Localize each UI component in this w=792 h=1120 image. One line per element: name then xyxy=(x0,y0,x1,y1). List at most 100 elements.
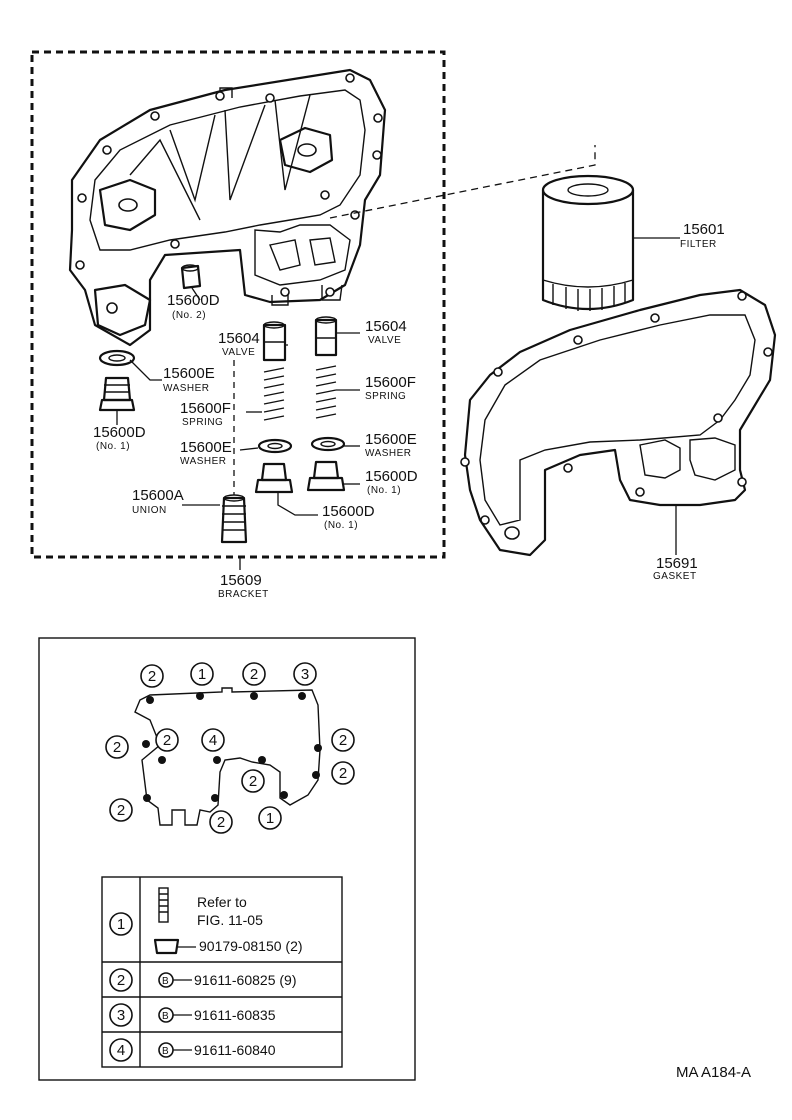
bolt-callout-number: 1 xyxy=(266,810,274,827)
svg-text:GASKET: GASKET xyxy=(653,571,697,582)
label-plug-no2: 15600D (No. 2) xyxy=(167,292,220,321)
label-valve-right: 15604 VALVE xyxy=(365,318,407,346)
bolt-hole-marker xyxy=(213,756,221,764)
table-row: 3 B 91611-60835 xyxy=(109,1003,276,1027)
label-spring-right: 15600F SPRING xyxy=(365,374,416,402)
svg-text:(No. 1): (No. 1) xyxy=(324,520,358,531)
svg-text:WASHER: WASHER xyxy=(365,448,412,459)
bolt-hole-marker xyxy=(143,794,151,802)
bolt-hole-marker xyxy=(211,794,219,802)
svg-text:90179-08150 (2): 90179-08150 (2) xyxy=(199,938,303,954)
bolt-callout: 2 xyxy=(209,810,233,834)
svg-text:4: 4 xyxy=(117,1042,125,1059)
label-spring-left: 15600F SPRING xyxy=(180,400,231,428)
svg-text:15600E: 15600E xyxy=(163,365,215,382)
bolt-callout: 1 xyxy=(258,806,282,830)
table-row: 4 B 91611-60840 xyxy=(109,1038,276,1062)
label-union: 15600A UNION xyxy=(132,487,184,516)
svg-text:UNION: UNION xyxy=(132,505,167,516)
bolt-hole-marker xyxy=(142,740,150,748)
bolt-callout: 2 xyxy=(331,761,355,785)
bolt-callout: 2 xyxy=(331,728,355,752)
svg-text:WASHER: WASHER xyxy=(163,383,210,394)
bolt-callout-number: 2 xyxy=(117,802,125,819)
union-illustration xyxy=(182,360,248,544)
svg-text:FIG. 11-05: FIG. 11-05 xyxy=(197,912,263,928)
svg-text:BRACKET: BRACKET xyxy=(218,589,269,600)
valves-springs-illustration xyxy=(246,316,360,421)
bolt-callout-number: 3 xyxy=(301,666,309,683)
filter-illustration xyxy=(541,174,680,311)
table-row: 1 Refer to FIG. 11-05 90179-08150 (2) xyxy=(109,887,303,955)
svg-text:SPRING: SPRING xyxy=(365,391,406,402)
label-bracket: 15609 BRACKET xyxy=(218,572,269,600)
bolt-hole-marker xyxy=(158,756,166,764)
left-washer-plug-illustration xyxy=(98,349,162,425)
bolt-callout: 4 xyxy=(201,728,225,752)
svg-text:15600D: 15600D xyxy=(167,292,220,309)
stud-bolt-icon xyxy=(158,887,169,923)
svg-text:(No. 1): (No. 1) xyxy=(367,485,401,496)
svg-text:15601: 15601 xyxy=(683,221,725,238)
bolt-callout-number: 2 xyxy=(249,773,257,790)
svg-text:91611-60825 (9): 91611-60825 (9) xyxy=(194,972,296,988)
svg-text:1: 1 xyxy=(117,916,125,933)
bolt-callout-number: 2 xyxy=(217,814,225,831)
bolt-callout-number: 2 xyxy=(163,732,171,749)
label-washer-left: 15600E WASHER xyxy=(163,365,215,394)
label-valve-left: 15604 VALVE xyxy=(218,330,260,358)
bolt-hole-marker xyxy=(280,791,288,799)
bolt-callout-number: 1 xyxy=(198,666,206,683)
filter-dashed-leader xyxy=(329,145,596,219)
bolt-callout-number: 2 xyxy=(113,739,121,756)
svg-text:(No. 2): (No. 2) xyxy=(172,310,206,321)
svg-text:3: 3 xyxy=(117,1007,125,1024)
svg-text:B: B xyxy=(162,1046,169,1057)
label-gasket: 15691 GASKET xyxy=(653,555,698,582)
bolt-table: 1 Refer to FIG. 11-05 90179-08150 (2) 2 … xyxy=(101,876,343,1068)
bolt-hole-marker xyxy=(314,744,322,752)
bolt-callout-number: 2 xyxy=(148,668,156,685)
plug-no2-illustration xyxy=(180,264,202,301)
label-filter: 15601 FILTER xyxy=(680,221,725,250)
bolt-diagram-box xyxy=(38,637,416,1081)
svg-text:SPRING: SPRING xyxy=(182,417,223,428)
bolt-callout: 2 xyxy=(109,798,133,822)
svg-text:VALVE: VALVE xyxy=(368,335,401,346)
svg-text:15600D: 15600D xyxy=(322,503,375,520)
svg-text:15604: 15604 xyxy=(218,330,260,347)
svg-text:15600E: 15600E xyxy=(180,439,232,456)
lower-plugs-illustration xyxy=(254,460,360,516)
svg-text:91611-60835: 91611-60835 xyxy=(194,1007,276,1023)
svg-text:VALVE: VALVE xyxy=(222,347,255,358)
label-washer-mid: 15600E WASHER xyxy=(180,439,232,467)
bolt-callout-number: 4 xyxy=(209,732,217,749)
nut-icon xyxy=(153,938,180,955)
bolt-layout-outline xyxy=(134,687,322,826)
table-row: 2 B 91611-60825 (9) xyxy=(109,968,296,992)
bolt-callout: 2 xyxy=(241,769,265,793)
label-plug-mid: 15600D (No. 1) xyxy=(322,503,375,531)
svg-text:15600F: 15600F xyxy=(365,374,416,391)
bolt-callout: 2 xyxy=(155,728,179,752)
svg-text:15609: 15609 xyxy=(220,572,262,589)
bolt-hole-marker xyxy=(196,692,204,700)
bolt-callout: 1 xyxy=(190,662,214,686)
bolt-callout: 2 xyxy=(140,664,164,688)
bolt-callout: 3 xyxy=(293,662,317,686)
bolt-hole-marker xyxy=(312,771,320,779)
svg-text:B: B xyxy=(162,1011,169,1022)
bolt-hole-marker xyxy=(146,696,154,704)
mid-washers-illustration xyxy=(239,436,360,454)
svg-text:WASHER: WASHER xyxy=(180,456,227,467)
bolt-hole-marker xyxy=(258,756,266,764)
bolt-callout-number: 2 xyxy=(250,666,258,683)
label-washer-right: 15600E WASHER xyxy=(365,431,417,459)
svg-text:15600A: 15600A xyxy=(132,487,184,504)
bolt-callout: 2 xyxy=(242,662,266,686)
bolt-callout-number: 2 xyxy=(339,732,347,749)
label-plug-right: 15600D (No. 1) xyxy=(365,468,418,496)
svg-text:FILTER: FILTER xyxy=(680,239,717,250)
figure-id: MA A184-A xyxy=(676,1064,751,1081)
svg-text:15600D: 15600D xyxy=(93,424,146,441)
